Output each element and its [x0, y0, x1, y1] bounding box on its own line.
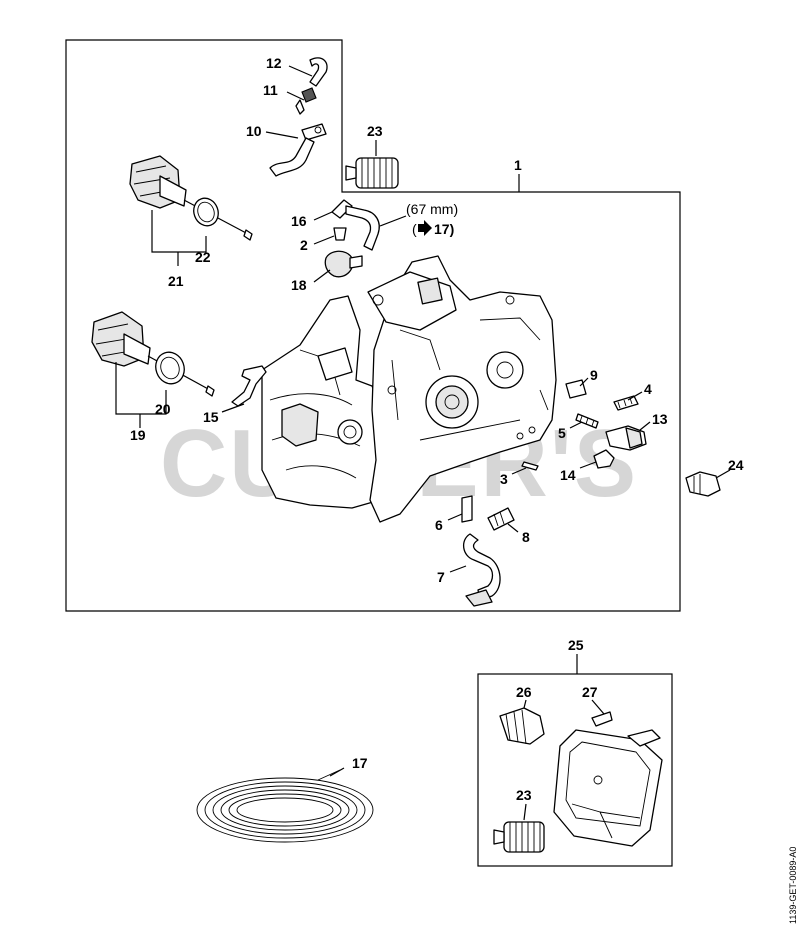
- fuel-hose-parts: [324, 199, 380, 278]
- hose-ref-note: 17): [434, 221, 454, 237]
- label-14: 14: [560, 467, 576, 483]
- label-5: 5: [558, 425, 566, 441]
- leader-lines: [115, 65, 731, 821]
- kit-parts: [493, 707, 663, 853]
- arrow-right-icon: [418, 220, 432, 236]
- label-27: 27: [582, 684, 598, 700]
- label-19: 19: [130, 427, 146, 443]
- label-23-upper: 23: [367, 123, 383, 139]
- part-15-drawing: [231, 365, 267, 407]
- label-1: 1: [514, 157, 522, 173]
- av-element-lower: [91, 311, 215, 397]
- oil-line-parts: [269, 57, 328, 177]
- label-12: 12: [266, 55, 282, 71]
- hose-length-note: (67 mm): [406, 201, 458, 217]
- label-18: 18: [291, 277, 307, 293]
- part-labels: 12 11 10 23 1 16 2 18 22 21 20 19 15 9 4…: [130, 55, 744, 803]
- label-23-lower: 23: [516, 787, 532, 803]
- label-4: 4: [644, 381, 652, 397]
- label-16: 16: [291, 213, 307, 229]
- hose-ref-open-paren: (: [412, 221, 417, 237]
- label-17: 17: [352, 755, 368, 771]
- crankcase-drawing: [261, 255, 557, 523]
- label-11: 11: [263, 82, 278, 98]
- label-21: 21: [168, 273, 184, 289]
- label-22: 22: [195, 249, 211, 265]
- small-parts: [461, 379, 721, 607]
- label-26: 26: [516, 684, 532, 700]
- label-25: 25: [568, 637, 584, 653]
- label-15: 15: [203, 409, 219, 425]
- label-24: 24: [728, 457, 744, 473]
- main-frame: [65, 39, 681, 612]
- label-3: 3: [500, 471, 508, 487]
- label-2: 2: [300, 237, 308, 253]
- av-element-upper: [129, 155, 253, 241]
- label-10: 10: [246, 123, 262, 139]
- label-9: 9: [590, 367, 598, 383]
- label-6: 6: [435, 517, 443, 533]
- document-id: 1139-GET-0089-A0: [788, 847, 798, 924]
- label-7: 7: [437, 569, 445, 585]
- label-13: 13: [652, 411, 668, 427]
- label-20: 20: [155, 401, 171, 417]
- label-8: 8: [522, 529, 530, 545]
- kit-frame: [477, 673, 673, 867]
- fuel-filter-upper: [345, 157, 399, 189]
- hose-coil: [196, 769, 374, 843]
